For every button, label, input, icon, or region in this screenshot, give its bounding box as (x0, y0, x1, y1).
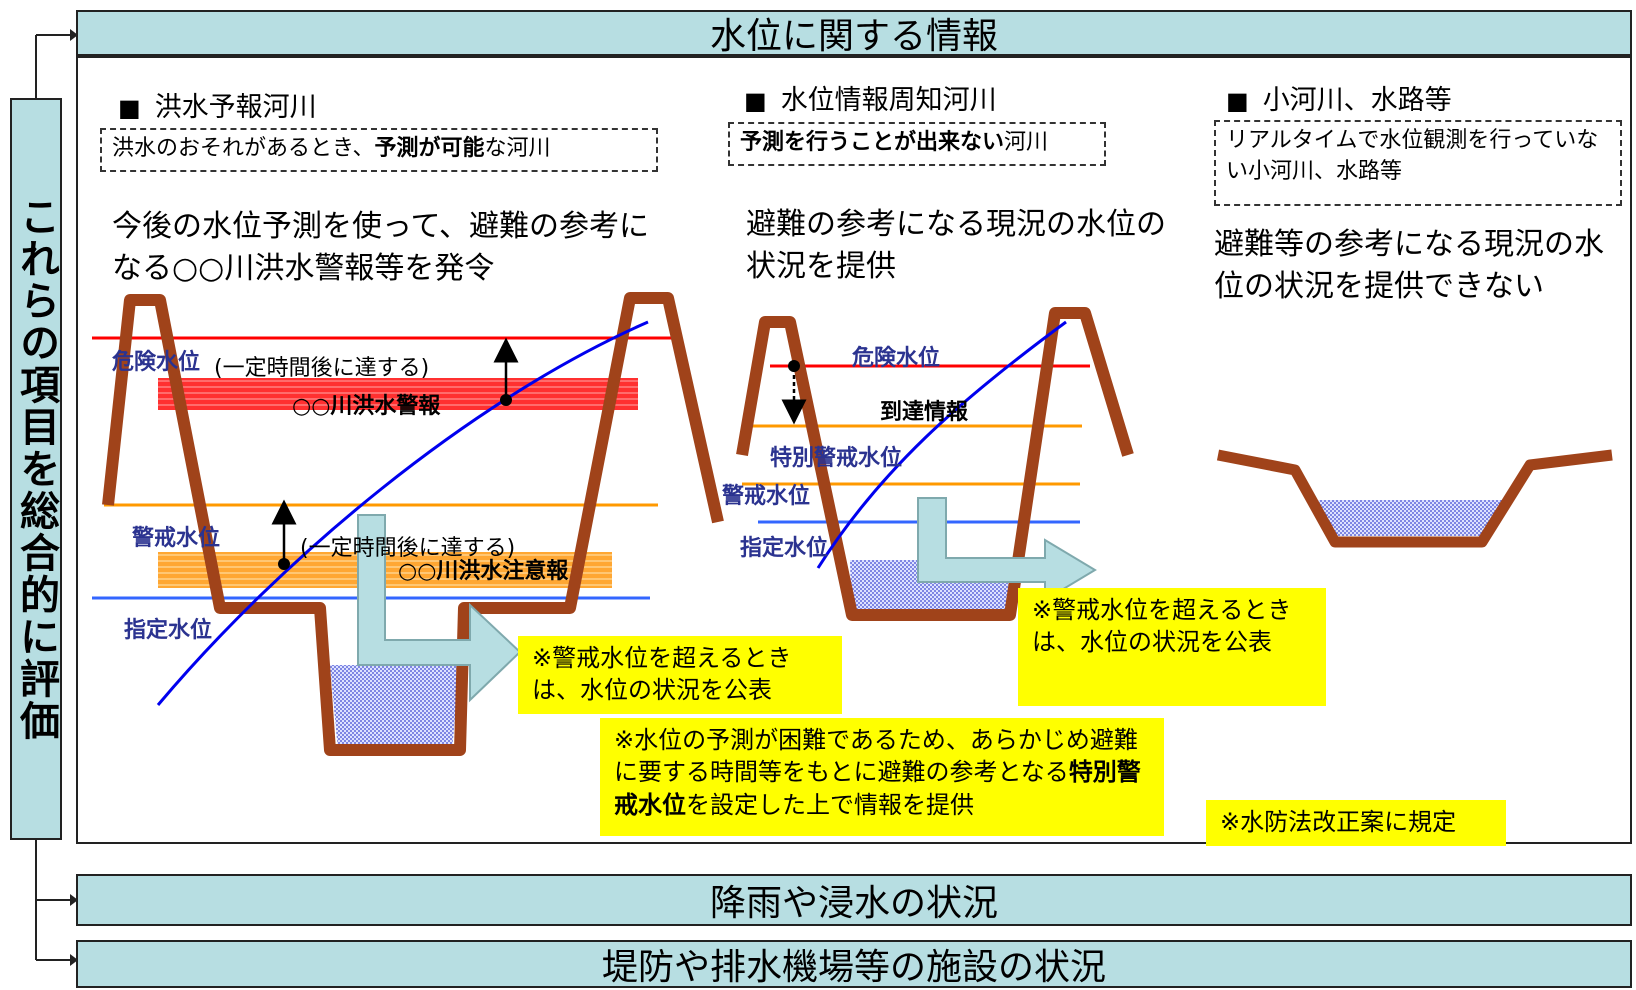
col1-label-after1: (一定時間後に達する) (214, 356, 430, 381)
col1-water-curve (156, 320, 649, 706)
col1-box-text-b: 予測が可能 (374, 136, 485, 161)
col2-bank (736, 307, 1134, 621)
col1-label-advisory: ○○川洪水注意報 (398, 559, 569, 584)
special-note-text-a: ※水位の予測が困難であるため、あらかじめ避難に要する時間等をもとに避難の参考とな… (614, 726, 1138, 787)
col2-note-box: ※警戒水位を超えるときは、水位の状況を公表 (1018, 588, 1326, 706)
square-bullet-icon: ■ (744, 87, 767, 115)
col2-description: 避難の参考になる現況の水位の状況を提供 (746, 207, 1166, 284)
col1-river-diagram (92, 292, 724, 756)
col3-definition-box: リアルタイムで水位観測を行っていない小河川、水路等 (1214, 120, 1622, 206)
col2-definition-box: 予測を行うことが出来ない河川 (728, 122, 1106, 166)
col1-warning-band (158, 378, 638, 410)
col1-title-text: 洪水予報河川 (154, 92, 317, 123)
header-water-level-text: 水位に関する情報 (709, 16, 998, 57)
col3-bank (1216, 449, 1613, 548)
col3-water (1312, 500, 1502, 536)
col2-river-diagram (736, 307, 1134, 621)
header-rain-flood-text: 降雨や浸水の状況 (709, 883, 998, 924)
col1-definition-box: 洪水のおそれがあるとき、予測が可能な河川 (100, 128, 658, 172)
col2-label-danger: 危険水位 (852, 346, 941, 371)
col1-label-warning: ○○川洪水警報 (292, 394, 441, 419)
col2-label-special: 特別警戒水位 (770, 446, 903, 471)
header-rain-flood: 降雨や浸水の状況 (76, 874, 1632, 926)
col1-description: 今後の水位予測を使って、避難の参考になる○○川洪水警報等を発令 (112, 209, 649, 286)
square-bullet-icon: ■ (118, 94, 141, 122)
col3-river-diagram (1216, 449, 1613, 548)
col1-note-box: ※警戒水位を超えるときは、水位の状況を公表 (518, 636, 842, 714)
side-evaluation-bar: これらの項目を総合的に評価 (10, 98, 62, 840)
col2-label-caution: 警戒水位 (722, 484, 811, 509)
header-facility: 堤防や排水機場等の施設の状況 (76, 940, 1632, 988)
col2-water-curve (816, 320, 1067, 569)
col2-box-text-a: 予測を行うことが出来ない (740, 130, 1005, 155)
col1-bank (102, 292, 724, 756)
col2-title: ■ 水位情報周知河川 (744, 78, 997, 117)
col1-label-after2: (一定時間後に達する) (300, 536, 516, 561)
col1-label-caution: 警戒水位 (132, 526, 221, 551)
special-note-text-c: を設定した上で情報を提供 (686, 790, 974, 819)
header-water-level: 水位に関する情報 (76, 10, 1632, 57)
col3-title: ■ 小河川、水路等 (1226, 78, 1452, 117)
col2-label-designated: 指定水位 (740, 536, 829, 561)
col1-water (330, 665, 460, 750)
col1-label-designated: 指定水位 (124, 618, 213, 643)
special-note-text-b: 特別警戒水位 (614, 758, 1141, 819)
col3-title-text: 小河川、水路等 (1262, 85, 1452, 116)
col3-description: 避難等の参考になる現況の水位の状況を提供できない (1214, 227, 1604, 304)
col1-box-text-c: な河川 (484, 136, 551, 161)
col2-flow-arrow (917, 497, 1097, 602)
col1-label-danger: 危険水位 (112, 350, 201, 375)
side-evaluation-text: これらの項目を総合的に評価 (13, 196, 59, 742)
side-connectors (35, 34, 70, 961)
header-facility-text: 堤防や排水機場等の施設の状況 (601, 947, 1106, 988)
law-note: ※水防法改正案に規定 (1206, 800, 1506, 846)
col2-title-text: 水位情報周知河川 (780, 85, 997, 116)
special-level-note: ※水位の予測が困難であるため、あらかじめ避難に要する時間等をもとに避難の参考とな… (600, 718, 1164, 836)
square-bullet-icon: ■ (1226, 87, 1249, 115)
col1-flow-arrow (357, 514, 522, 703)
col2-label-reach: 到達情報 (880, 400, 969, 425)
col2-box-text-b: 河川 (1004, 130, 1049, 155)
col1-box-text-a: 洪水のおそれがあるとき、 (112, 136, 375, 161)
col1-title: ■ 洪水予報河川 (118, 85, 317, 124)
